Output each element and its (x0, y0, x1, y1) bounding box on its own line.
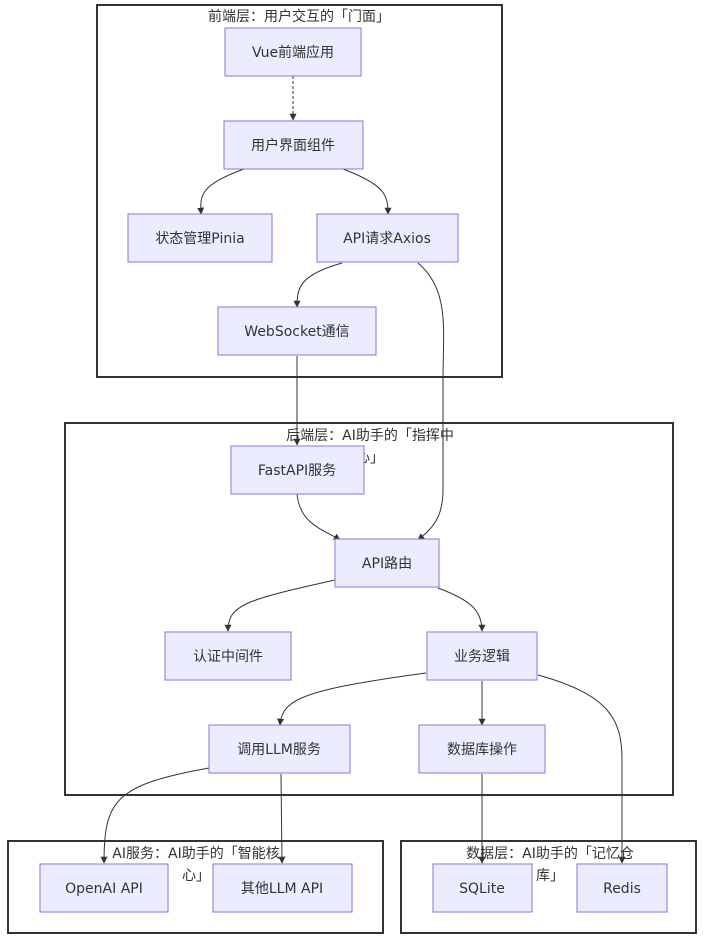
node-openai: OpenAI API (39, 863, 169, 913)
edge-logic-redis (537, 674, 626, 864)
node-auth-label: 认证中间件 (193, 649, 263, 665)
edge-router-auth (224, 579, 336, 632)
edge-llm-otherllm (278, 773, 286, 864)
node-auth: 认证中间件 (164, 631, 292, 681)
node-websocket-label: WebSocket通信 (244, 324, 349, 340)
node-axios-label: API请求Axios (343, 231, 431, 247)
node-websocket: WebSocket通信 (217, 306, 377, 356)
edge-axios-websocket (293, 262, 343, 308)
node-db: 数据库操作 (418, 724, 546, 774)
node-db-label: 数据库操作 (447, 742, 517, 758)
node-openai-label: OpenAI API (65, 881, 143, 897)
node-pinia: 状态管理Pinia (127, 213, 273, 263)
node-llm: 调用LLM服务 (208, 724, 351, 774)
node-ui-label: 用户界面组件 (251, 137, 335, 154)
node-otherllm-label: 其他LLM API (241, 881, 323, 897)
node-llm-label: 调用LLM服务 (237, 742, 321, 758)
node-vue-label: Vue前端应用 (252, 44, 334, 61)
cluster-backend: 后端层：AI助手的「指挥中 心」 (64, 422, 674, 796)
node-logic: 业务逻辑 (426, 631, 538, 681)
node-sqlite: SQLite (432, 863, 533, 913)
node-router: API路由 (334, 538, 440, 588)
edge-ui-axios (342, 168, 392, 215)
cluster-data-title-line1: 数据层：AI助手的「记忆仓 (466, 846, 634, 862)
cluster-frontend-title: 前端层：用户交互的「门面」 (208, 8, 390, 25)
node-redis: Redis (576, 863, 668, 913)
edge-fastapi-router (296, 493, 341, 541)
cluster-data-title-line2: 库」 (536, 868, 564, 884)
cluster-ai-title-line1: AI服务：AI助手的「智能核 (112, 846, 279, 862)
edge-axios-router (417, 262, 445, 541)
node-vue: Vue前端应用 (224, 27, 362, 77)
edge-ui-pinia (197, 168, 245, 215)
node-axios: API请求Axios (316, 213, 459, 263)
cluster-backend-title-line1: 后端层：AI助手的「指挥中 (286, 428, 454, 444)
node-ui: 用户界面组件 (223, 120, 364, 170)
node-pinia-label: 状态管理Pinia (155, 231, 244, 247)
cluster-ai-title-line2: 心」 (182, 868, 210, 884)
edge-llm-openai (100, 767, 210, 864)
node-sqlite-label: SQLite (459, 881, 505, 897)
node-router-label: API路由 (362, 556, 412, 572)
edge-router-logic (437, 587, 486, 632)
node-fastapi: FastAPI服务 (230, 445, 365, 495)
edges (100, 76, 626, 864)
node-logic-label: 业务逻辑 (454, 649, 510, 665)
node-redis-label: Redis (603, 881, 641, 897)
node-fastapi-label: FastAPI服务 (258, 463, 336, 479)
node-otherllm: 其他LLM API (212, 863, 353, 913)
edge-logic-llm (277, 672, 427, 726)
